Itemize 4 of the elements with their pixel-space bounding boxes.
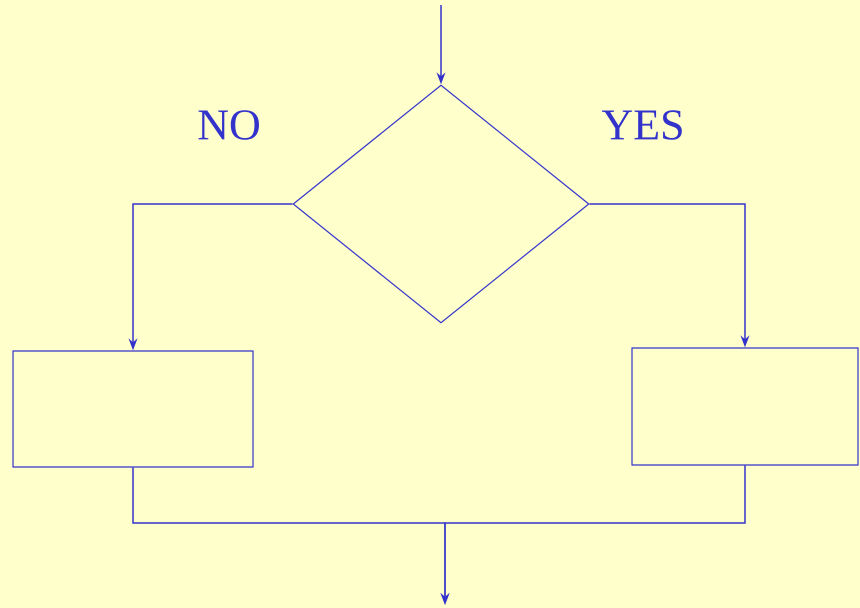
edge-label: NO xyxy=(196,109,262,141)
edge-label: YES xyxy=(600,109,686,141)
process-box xyxy=(631,347,859,466)
process-box xyxy=(12,350,254,468)
